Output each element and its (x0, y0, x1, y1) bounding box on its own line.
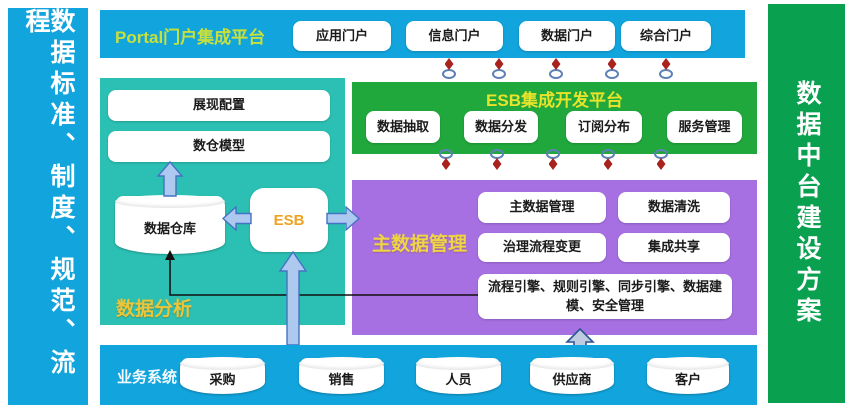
business-system-cylinder: 销售 (299, 357, 384, 394)
pin-diamond-icon (548, 158, 558, 170)
business-system-label: 销售 (328, 371, 355, 387)
esb-platform-item: 服务管理 (667, 111, 742, 143)
connector-pin-icon (653, 149, 669, 170)
right-banner-text: 数据中台建设方案 (793, 79, 821, 328)
portal-title: Portal门户集成平台 (115, 28, 266, 47)
esb-platform-item: 数据抽取 (366, 111, 440, 143)
right-banner: 数据中台建设方案 (768, 4, 845, 403)
esb-platform-item: 数据分发 (464, 111, 538, 143)
connector-pin-icon (545, 149, 561, 170)
pin-diamond-icon (661, 58, 671, 70)
left-banner-text: 数据标准、制度、规范、流程 (22, 8, 75, 380)
pin-diamond-icon (607, 58, 617, 70)
data-warehouse-label: 数据仓库 (143, 220, 196, 236)
elbow-connector-line (165, 250, 478, 296)
pin-ring-icon (654, 149, 668, 159)
pin-ring-icon (442, 69, 456, 79)
pin-ring-icon (439, 149, 453, 159)
data-warehouse-cylinder: 数据仓库 (115, 195, 225, 254)
mdm-item: 主数据管理 (478, 192, 606, 223)
pin-diamond-icon (603, 158, 613, 170)
portal-item: 数据门户 (519, 21, 615, 51)
left-banner: 数据标准、制度、规范、流程 (8, 8, 88, 405)
right-arrow-esb-to-mdm (326, 205, 361, 232)
connector-pin-icon (658, 58, 674, 79)
business-system-label: 供应商 (552, 371, 592, 387)
portal-item: 应用门户 (293, 21, 391, 51)
left-arrow-esb-to-warehouse (221, 205, 252, 232)
mdm-item: 治理流程变更 (478, 233, 606, 262)
pin-ring-icon (546, 149, 560, 159)
pin-diamond-icon (551, 58, 561, 70)
connector-pin-icon (491, 58, 507, 79)
analysis-item: 数仓模型 (108, 131, 330, 162)
business-system-cylinder: 供应商 (530, 357, 614, 394)
pin-diamond-icon (656, 158, 666, 170)
pin-ring-icon (601, 149, 615, 159)
portal-item: 综合门户 (621, 21, 711, 51)
mdm-label: 主数据管理 (372, 234, 468, 255)
mdm-item: 集成共享 (618, 233, 730, 262)
business-system-cylinder: 采购 (180, 357, 265, 394)
connector-pin-icon (441, 58, 457, 79)
connector-pin-icon (489, 149, 505, 170)
connector-pin-icon (548, 58, 564, 79)
business-system-label: 人员 (445, 371, 472, 387)
connector-pin-icon (604, 58, 620, 79)
pin-diamond-icon (492, 158, 502, 170)
business-system-label: 客户 (674, 371, 701, 387)
data-analysis-label: 数据分析 (116, 299, 193, 320)
mdm-engines-box: 流程引擎、规则引擎、同步引擎、数据建模、安全管理 (478, 274, 732, 319)
pin-diamond-icon (494, 58, 504, 70)
esb-platform-title: ESB集成开发平台 (486, 91, 623, 110)
pin-ring-icon (490, 149, 504, 159)
business-system-cylinder: 客户 (647, 357, 729, 394)
esb-platform-item: 订阅分布 (566, 111, 642, 143)
connector-pin-icon (438, 149, 454, 170)
business-systems-label: 业务系统 (117, 369, 178, 386)
esb-node: ESB (250, 188, 328, 252)
pin-diamond-icon (441, 158, 451, 170)
pin-ring-icon (659, 69, 673, 79)
mdm-item: 数据清洗 (618, 192, 730, 223)
pin-ring-icon (549, 69, 563, 79)
pin-ring-icon (605, 69, 619, 79)
esb-node-label: ESB (273, 211, 305, 229)
analysis-item: 展现配置 (108, 90, 330, 121)
business-system-label: 采购 (209, 371, 236, 387)
connector-pin-icon (600, 149, 616, 170)
up-arrow-warehouse-to-model (156, 160, 184, 197)
up-arrow-business-to-esb (278, 250, 308, 346)
business-system-cylinder: 人员 (416, 357, 501, 394)
pin-ring-icon (492, 69, 506, 79)
pin-diamond-icon (444, 58, 454, 70)
portal-item: 信息门户 (406, 21, 503, 51)
